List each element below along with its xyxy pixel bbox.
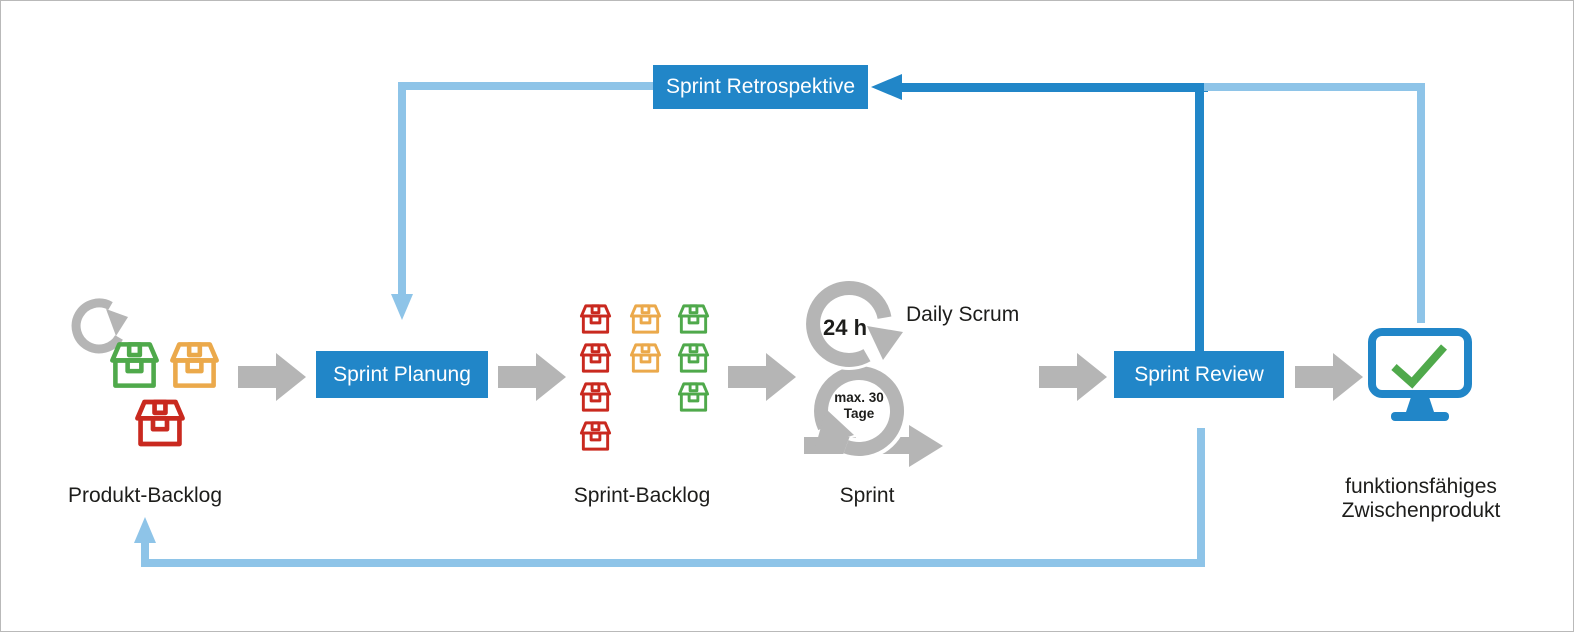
- sprint-planning-box: Sprint Planung: [316, 351, 488, 398]
- review-to-retro-connector-horizontal: [900, 83, 1208, 92]
- package-icon-red: [578, 302, 613, 336]
- sprint-duration-line2: Tage: [843, 406, 875, 421]
- daily-duration-label: 24 h: [822, 315, 868, 340]
- retro-to-planning-connector-horizontal: [398, 82, 656, 90]
- sprint-duration-line1: max. 30: [834, 390, 884, 405]
- sprint-backlog-label: Sprint-Backlog: [573, 484, 711, 507]
- package-icon-red: [578, 341, 613, 375]
- sprint-retrospective-box: Sprint Retrospektive: [653, 65, 868, 109]
- flow-arrow-icon: [238, 353, 306, 401]
- package-icon-green: [676, 380, 711, 414]
- package-icon-green: [107, 337, 162, 393]
- sprint-retrospective-label: Sprint Retrospektive: [665, 75, 856, 98]
- arrowhead-down-icon: [391, 294, 413, 320]
- result-label-line1: funktionsfähiges: [1345, 475, 1497, 498]
- result-label-line2: Zwischenprodukt: [1341, 499, 1501, 522]
- flow-arrow-icon: [1295, 353, 1363, 401]
- arrowhead-left-icon: [871, 74, 902, 100]
- product-backlog-label: Produkt-Backlog: [67, 484, 223, 507]
- monitor-check-icon: [1368, 328, 1472, 421]
- refresh-icon: [71, 298, 128, 354]
- sprint-duration-label: max. 30 Tage: [814, 390, 904, 422]
- package-icon-red: [578, 380, 613, 414]
- sprint-planning-label: Sprint Planung: [333, 362, 471, 386]
- review-to-retro-connector-vertical: [1195, 83, 1204, 351]
- result-label: funktionsfähiges Zwischenprodukt: [1331, 475, 1511, 523]
- review-to-backlog-connector-vertical-left: [141, 541, 149, 563]
- package-icon-red: [132, 395, 188, 451]
- top-to-product-connector-horizontal: [1204, 83, 1425, 91]
- arrowhead-up-icon: [134, 517, 156, 543]
- sprint-review-label: Sprint Review: [1134, 362, 1264, 386]
- flow-arrow-icon: [728, 353, 796, 401]
- sprint-label: Sprint: [839, 484, 895, 507]
- flow-arrow-icon: [498, 353, 566, 401]
- package-icon-orange: [167, 337, 222, 393]
- sprint-review-box: Sprint Review: [1114, 351, 1284, 398]
- package-icon-orange: [628, 341, 663, 375]
- review-to-backlog-connector-horizontal: [141, 559, 1205, 567]
- package-icon-green: [676, 302, 711, 336]
- sprint-loop-icon: [803, 278, 943, 467]
- daily-scrum-label: Daily Scrum: [906, 303, 1020, 326]
- package-icon-orange: [628, 302, 663, 336]
- top-to-product-connector-vertical: [1417, 83, 1425, 323]
- package-icon-green: [676, 341, 711, 375]
- package-icon-red: [578, 419, 613, 453]
- retro-to-planning-connector-vertical: [398, 82, 406, 295]
- flow-arrow-icon: [1039, 353, 1107, 401]
- review-to-backlog-connector-vertical-right: [1197, 428, 1205, 567]
